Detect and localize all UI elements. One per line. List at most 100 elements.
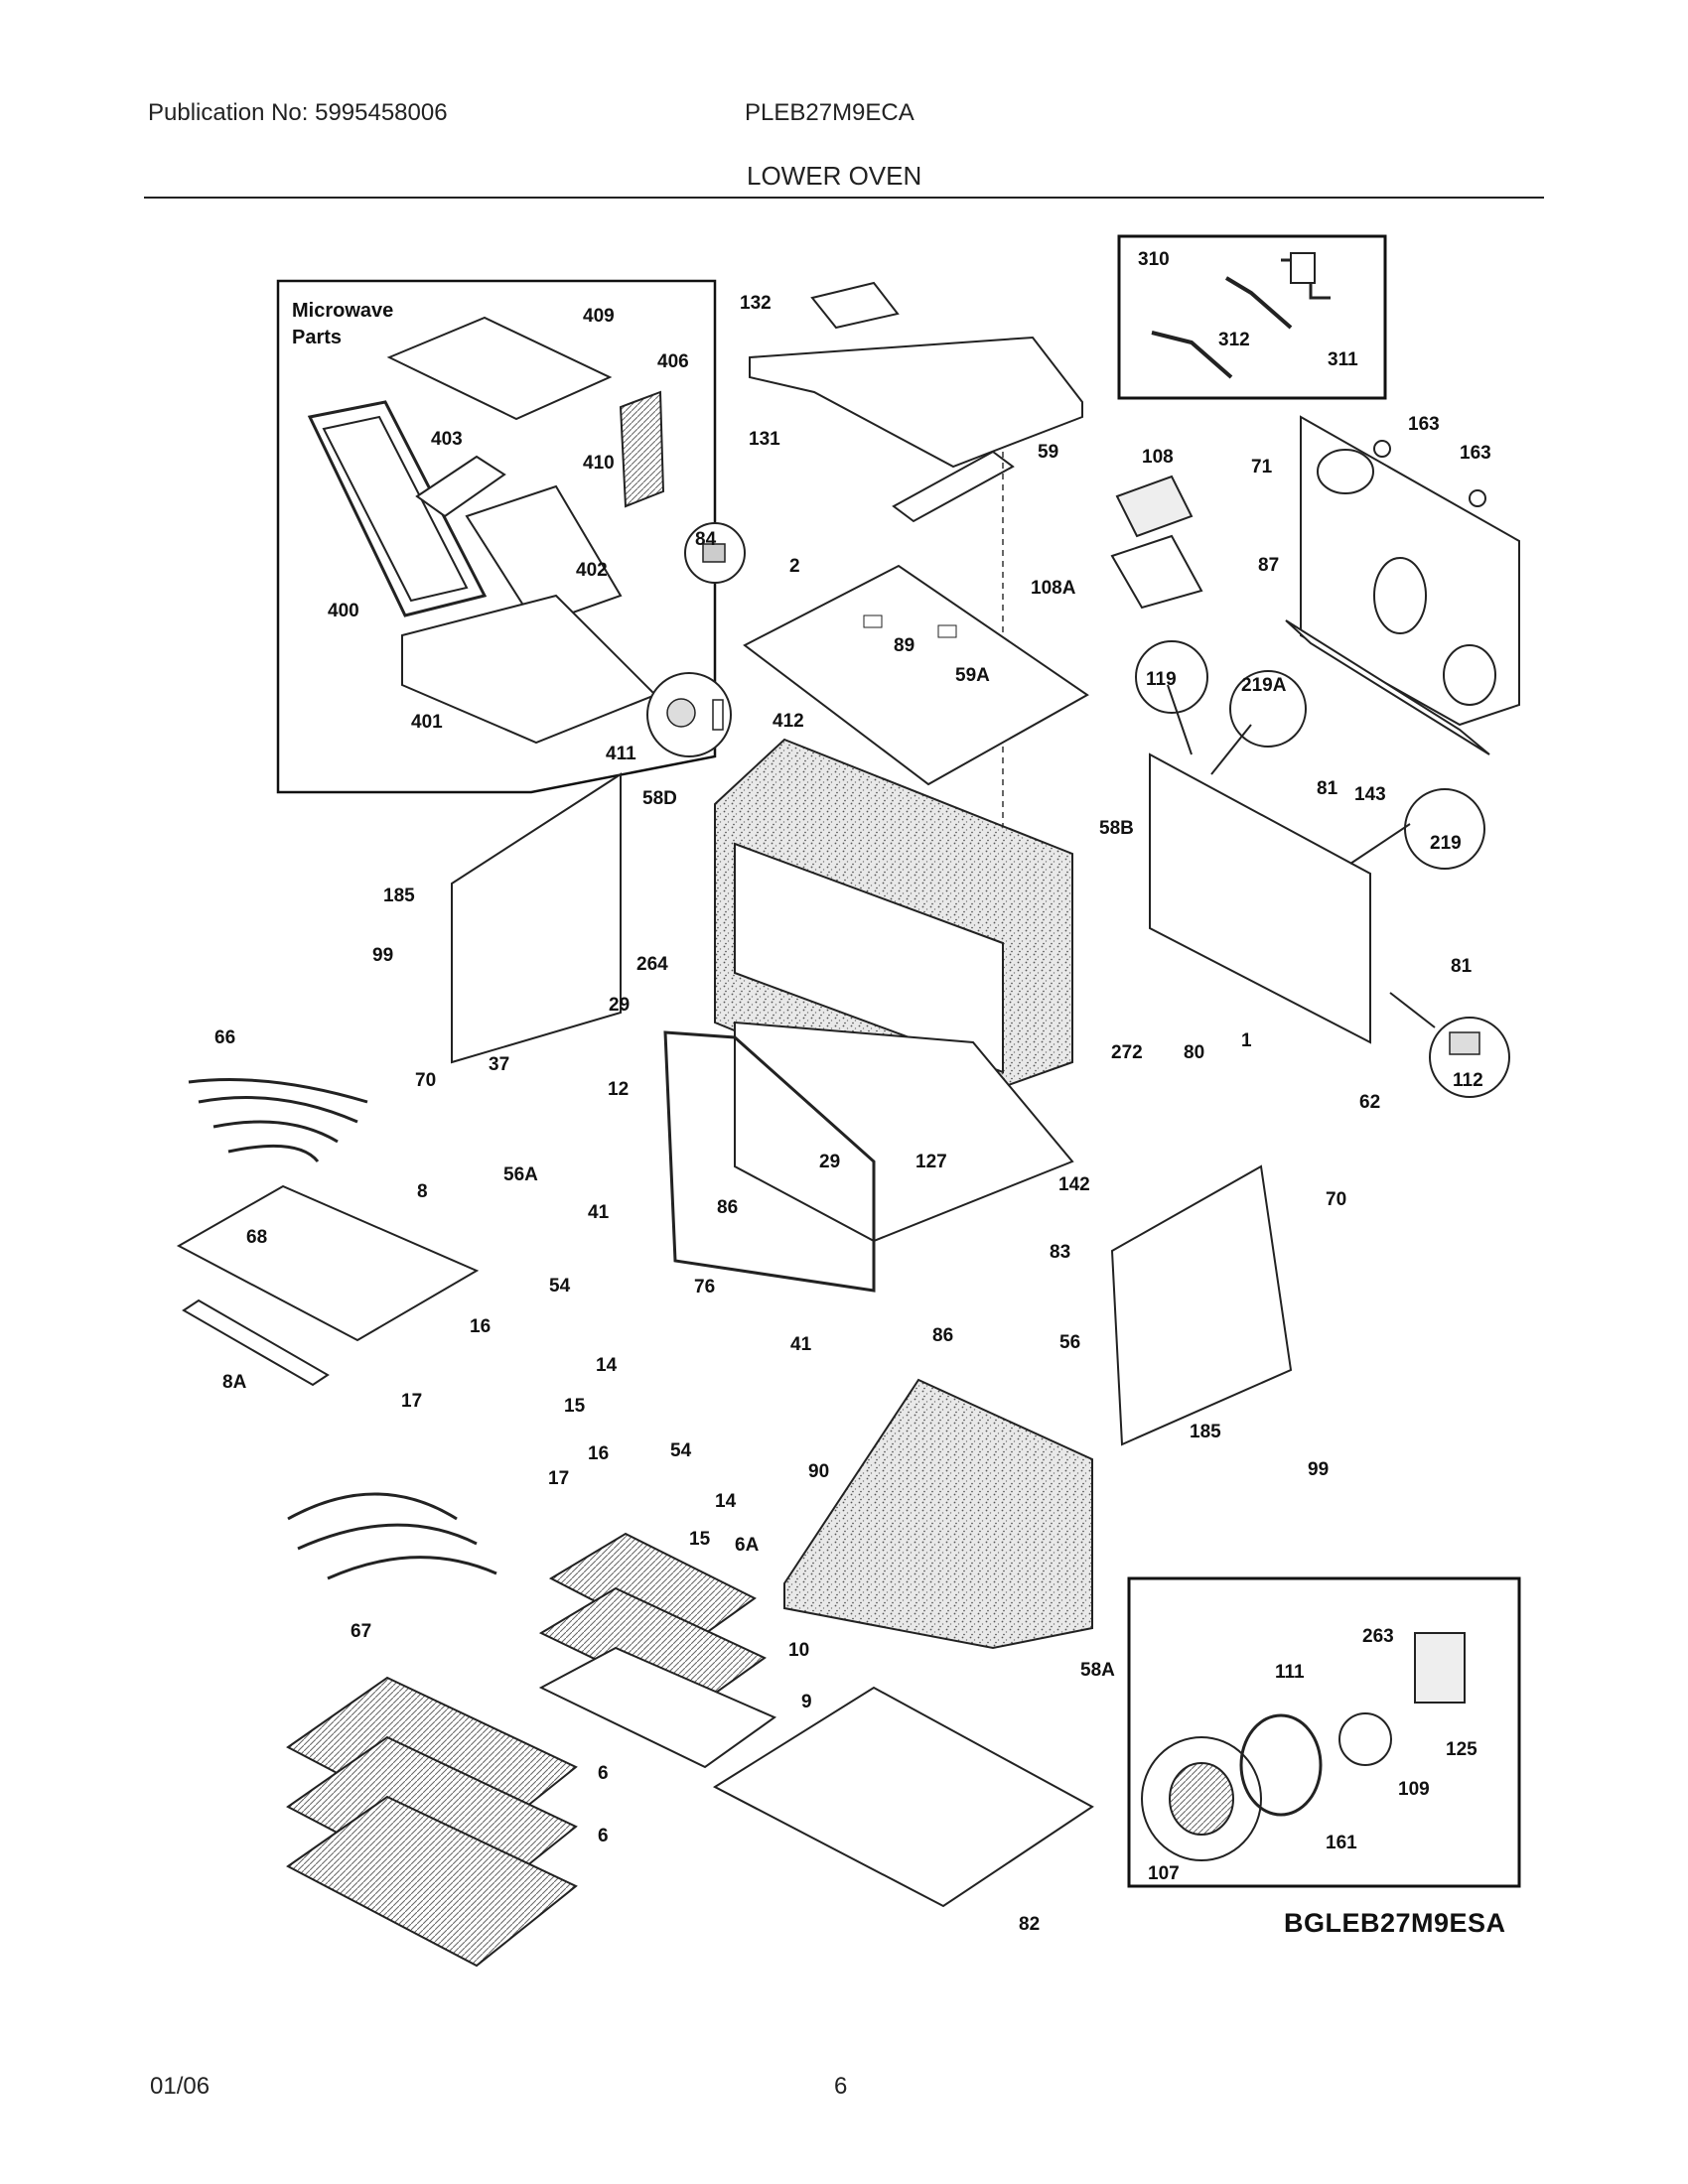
callout-219A: 219A bbox=[1241, 675, 1287, 696]
callout-59: 59 bbox=[1038, 442, 1058, 463]
callout-108A: 108A bbox=[1031, 578, 1076, 599]
callout-58D: 58D bbox=[642, 788, 677, 809]
callout-112: 112 bbox=[1453, 1070, 1483, 1091]
callout-81-a: 81 bbox=[1317, 778, 1338, 799]
bake-element-67 bbox=[287, 1492, 497, 1580]
callout-70-b: 70 bbox=[1326, 1189, 1346, 1210]
callout-41-b: 41 bbox=[790, 1334, 812, 1355]
callout-163-a: 163 bbox=[1408, 414, 1440, 435]
plate-2 bbox=[743, 564, 1089, 786]
model-number: PLEB27M9ECA bbox=[745, 99, 914, 126]
callout-12: 12 bbox=[608, 1079, 629, 1100]
callout-127: 127 bbox=[915, 1152, 947, 1172]
callout-401: 401 bbox=[411, 712, 443, 733]
callout-54-a: 54 bbox=[549, 1276, 571, 1297]
callout-403: 403 bbox=[431, 429, 463, 450]
broil-pan-set bbox=[538, 1532, 777, 1769]
callout-406: 406 bbox=[657, 351, 689, 372]
footer-date: 01/06 bbox=[150, 2073, 211, 2100]
callout-272: 272 bbox=[1111, 1042, 1143, 1063]
oven-cavity bbox=[663, 1021, 1074, 1293]
callout-17-a: 17 bbox=[401, 1391, 422, 1412]
callout-264: 264 bbox=[636, 954, 668, 975]
side-panel-70 bbox=[1110, 1164, 1293, 1446]
callout-311: 311 bbox=[1328, 349, 1358, 370]
callout-108: 108 bbox=[1142, 447, 1174, 468]
drip-pan-8 bbox=[176, 1184, 480, 1387]
callout-41-a: 41 bbox=[588, 1202, 610, 1223]
callout-109: 109 bbox=[1398, 1779, 1430, 1800]
callout-410: 410 bbox=[583, 453, 615, 474]
callout-87: 87 bbox=[1258, 555, 1279, 576]
callout-6A: 6A bbox=[735, 1535, 760, 1556]
callout-6-b: 6 bbox=[598, 1826, 609, 1846]
bottom-insulation-58A bbox=[783, 1378, 1093, 1650]
callout-16-b: 16 bbox=[588, 1443, 609, 1464]
callout-142: 142 bbox=[1058, 1174, 1090, 1195]
callout-58B: 58B bbox=[1099, 818, 1134, 839]
publication-number: Publication No: 5995458006 bbox=[148, 99, 448, 126]
callout-54-b: 54 bbox=[670, 1440, 692, 1461]
callout-125: 125 bbox=[1446, 1739, 1477, 1760]
callout-107: 107 bbox=[1148, 1863, 1180, 1884]
callout-58A: 58A bbox=[1080, 1660, 1115, 1681]
top-cover bbox=[749, 281, 1083, 888]
callout-402: 402 bbox=[576, 560, 608, 581]
diagram-code: BGLEB27M9ESA bbox=[1284, 1908, 1506, 1938]
callout-15-a: 15 bbox=[564, 1396, 586, 1417]
callout-6-a: 6 bbox=[598, 1763, 609, 1784]
callout-412: 412 bbox=[773, 711, 804, 732]
callout-67: 67 bbox=[351, 1621, 371, 1642]
callout-70-a: 70 bbox=[415, 1070, 436, 1091]
callout-312: 312 bbox=[1218, 330, 1250, 350]
callout-219: 219 bbox=[1430, 833, 1462, 854]
callouts: 310 311 312 132 131 59 163 163 108 71 10… bbox=[214, 249, 1506, 1938]
callout-56: 56 bbox=[1059, 1332, 1080, 1353]
callout-62: 62 bbox=[1359, 1092, 1380, 1113]
callout-411: 411 bbox=[606, 744, 636, 764]
callout-66: 66 bbox=[214, 1027, 235, 1048]
page-title: LOWER OVEN bbox=[747, 161, 922, 191]
callout-17-b: 17 bbox=[548, 1468, 569, 1489]
callout-409: 409 bbox=[583, 306, 615, 327]
callout-56A: 56A bbox=[503, 1164, 538, 1185]
callout-99-a: 99 bbox=[372, 945, 393, 966]
callout-10: 10 bbox=[788, 1640, 809, 1661]
microwave-title-2: Parts bbox=[292, 327, 342, 348]
callout-86-b: 86 bbox=[932, 1325, 953, 1346]
side-panel-left bbox=[451, 772, 622, 1064]
header-rule bbox=[144, 197, 1544, 199]
callout-29-a: 29 bbox=[609, 995, 630, 1016]
microwave-title-1: Microwave bbox=[292, 300, 393, 322]
callout-1: 1 bbox=[1241, 1030, 1252, 1051]
broil-element-66 bbox=[188, 1078, 368, 1163]
callout-81-b: 81 bbox=[1451, 956, 1473, 977]
convection-fan-inset bbox=[1127, 1576, 1521, 1888]
callout-16-a: 16 bbox=[470, 1316, 491, 1337]
callout-14-b: 14 bbox=[715, 1491, 737, 1512]
callout-143: 143 bbox=[1354, 784, 1386, 805]
callout-9: 9 bbox=[801, 1692, 812, 1712]
callout-131: 131 bbox=[749, 429, 780, 450]
callout-119: 119 bbox=[1146, 669, 1177, 690]
callout-132: 132 bbox=[740, 293, 772, 314]
callout-2: 2 bbox=[789, 556, 800, 577]
callout-86-a: 86 bbox=[717, 1197, 738, 1218]
callout-8A: 8A bbox=[222, 1372, 247, 1393]
callout-84: 84 bbox=[695, 529, 717, 550]
callout-163-b: 163 bbox=[1460, 443, 1491, 464]
callout-71: 71 bbox=[1251, 457, 1273, 478]
back-wall-1 bbox=[1135, 640, 1510, 1098]
callout-29-b: 29 bbox=[819, 1152, 840, 1172]
callout-89: 89 bbox=[894, 635, 914, 656]
callout-310: 310 bbox=[1138, 249, 1170, 270]
callout-14-a: 14 bbox=[596, 1355, 618, 1376]
microwave-parts-inset bbox=[276, 279, 746, 794]
callout-37: 37 bbox=[489, 1054, 509, 1075]
oven-racks-6 bbox=[286, 1676, 578, 1968]
inset-bracket-parts bbox=[1117, 234, 1387, 400]
part-108 bbox=[1110, 475, 1203, 610]
callout-59A: 59A bbox=[955, 665, 990, 686]
callout-15-b: 15 bbox=[689, 1529, 711, 1550]
